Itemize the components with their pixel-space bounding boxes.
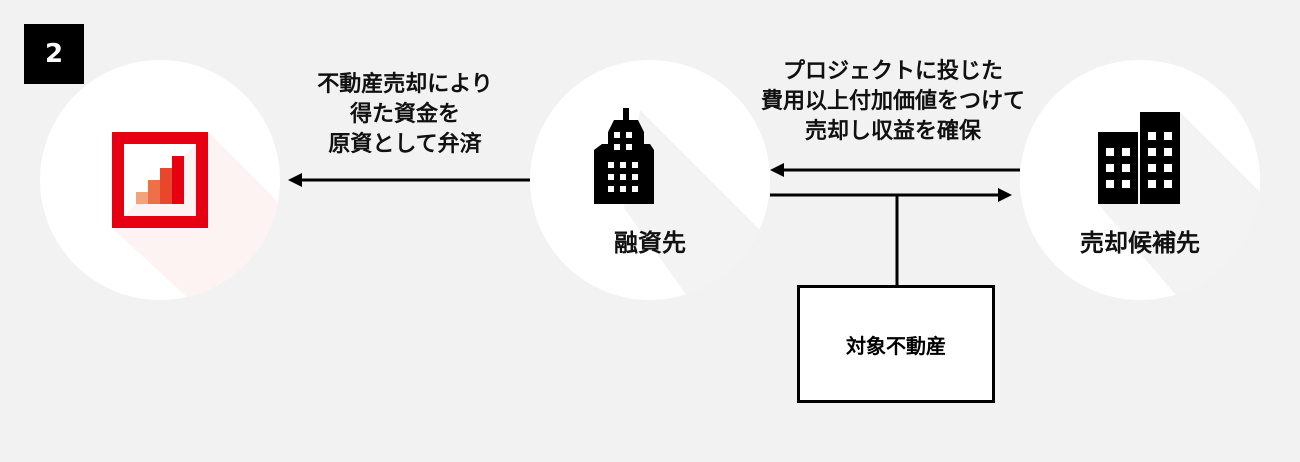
sale-profit-note: プロジェクトに投じた 費用以上付加価値をつけて 売却し収益を確保	[760, 59, 1025, 144]
company-logo-icon	[112, 132, 280, 300]
bank-building-icon	[594, 108, 770, 300]
proceeds-arrow	[770, 163, 1020, 177]
step-number-badge: 2	[24, 24, 84, 84]
buyer-circle: 売却候補先	[1020, 60, 1260, 300]
repayment-note: 不動産売却により 得た資金を 原資として弁済	[317, 72, 493, 157]
lender-circle: 融資先	[530, 60, 770, 300]
repayment-arrow	[288, 173, 530, 187]
office-buildings-icon	[1098, 112, 1260, 300]
company-circle	[40, 60, 280, 300]
property-label: 対象不動産	[846, 333, 946, 358]
sale-arrow	[770, 188, 1012, 202]
buyer-label: 売却候補先	[1080, 229, 1200, 257]
lender-label: 融資先	[614, 229, 686, 257]
property-box: 対象不動産	[797, 285, 995, 403]
